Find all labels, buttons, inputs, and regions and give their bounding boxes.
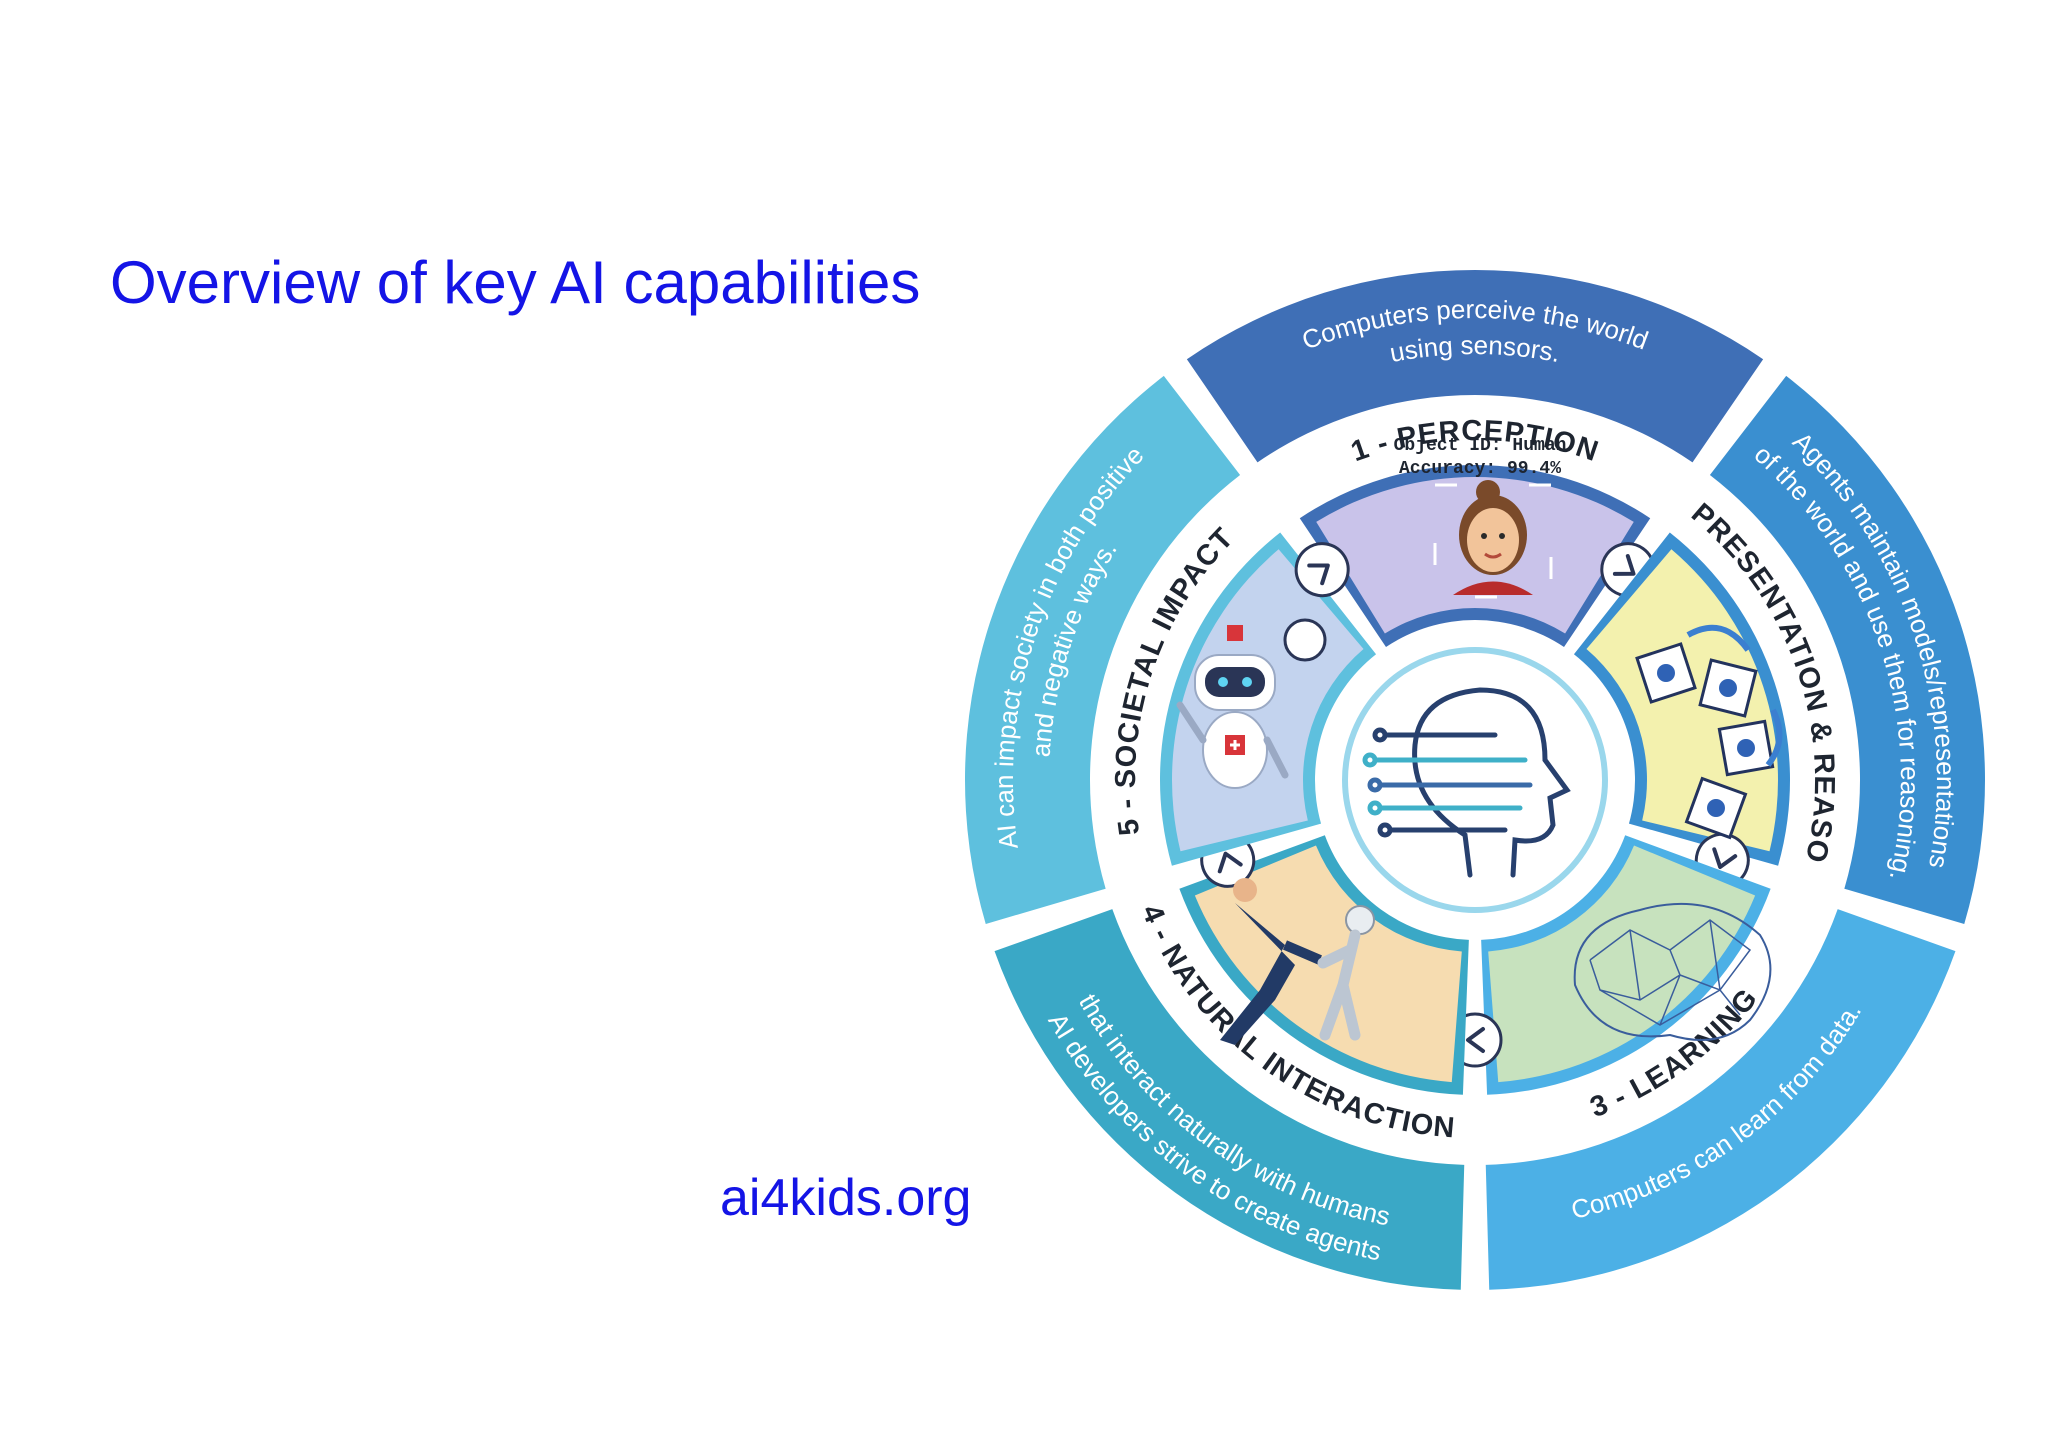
outer-band-5 bbox=[965, 375, 1241, 924]
handshake-robot-icon bbox=[1220, 878, 1375, 1045]
outer-band-1 bbox=[1186, 270, 1764, 463]
segment-illustrations bbox=[1176, 480, 1783, 1045]
neural-brain-icon bbox=[1573, 902, 1772, 1041]
face-scan-icon bbox=[1433, 480, 1553, 599]
source-link[interactable]: ai4kids.org bbox=[720, 1169, 972, 1227]
medical-robot-icon bbox=[1176, 618, 1327, 789]
dice-cubes-icon bbox=[1635, 624, 1783, 840]
panel-2 bbox=[1586, 549, 1778, 852]
slide-title: Overview of key AI capabilities bbox=[110, 249, 921, 316]
chevron-arrow-icon bbox=[1294, 542, 1350, 598]
ai-head-icon bbox=[1362, 687, 1571, 878]
outer-band-2 bbox=[1709, 375, 1985, 924]
perception-accuracy: Accuracy: 99.4% bbox=[1399, 459, 1561, 479]
center-hub bbox=[1342, 647, 1608, 913]
outer-band-3 bbox=[1485, 909, 1956, 1290]
perception-object-id: Object ID: Human bbox=[1394, 436, 1567, 456]
outer-band-4 bbox=[994, 909, 1465, 1290]
